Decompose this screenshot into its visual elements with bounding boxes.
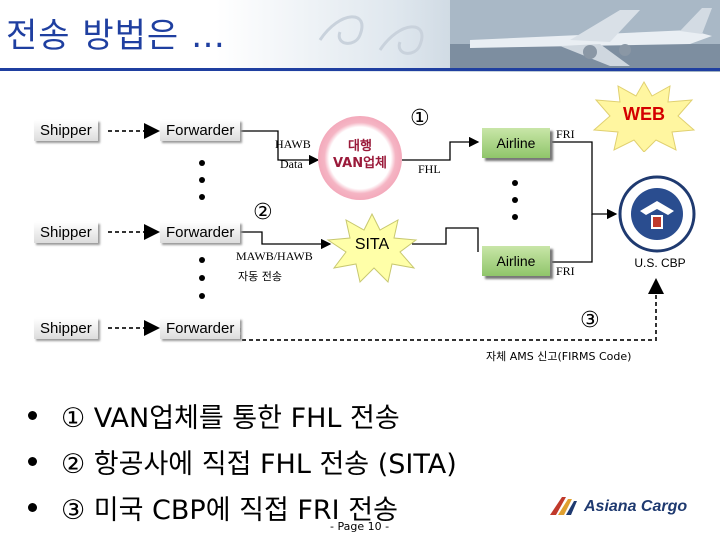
line-forwarder-to-van: [238, 130, 320, 166]
line-airline1-to-cbp: [552, 141, 618, 220]
logo-text: Asiana Cargo: [584, 498, 688, 515]
label-data: Data: [280, 157, 303, 171]
label-auto-send: 자동 전송: [238, 270, 282, 283]
marker-3: ③: [580, 308, 600, 333]
airline-node-1: Airline: [482, 128, 550, 158]
bullet-item: ① VAN업체를 통한 FHL 전송: [28, 392, 457, 438]
web-star-icon: [592, 80, 696, 152]
bullet-item: ③ 미국 CBP에 직접 FRI 전송: [28, 484, 457, 530]
label-fri-2: FRI: [556, 264, 575, 278]
diagram-connectors: [108, 123, 664, 341]
line-sita-to-airline: [412, 227, 479, 252]
line-forwarder-to-sita: [238, 231, 332, 250]
forwarder-node-2: Forwarder: [160, 222, 241, 243]
shipper-node-2: Shipper: [34, 222, 98, 243]
ellipsis-dot: [199, 177, 205, 183]
bullet-list: ① VAN업체를 통한 FHL 전송 ② 항공사에 직접 FHL 전송 (SIT…: [28, 392, 457, 530]
label-fri-1: FRI: [556, 127, 575, 141]
bullet-dot-icon: [28, 410, 37, 420]
bullet-text: ① VAN업체를 통한 FHL 전송: [61, 402, 400, 434]
marker-1: ①: [410, 106, 430, 131]
bullet-text: ③ 미국 CBP에 직접 FRI 전송: [61, 494, 398, 526]
label-fhl: FHL: [418, 162, 441, 176]
web-label: WEB: [623, 104, 665, 124]
shipper-node-3: Shipper: [34, 318, 98, 339]
ellipsis-dot: [199, 257, 205, 263]
header-divider: [0, 68, 720, 71]
ellipsis-dot: [199, 275, 205, 281]
ellipsis-dot: [199, 293, 205, 299]
bullet-text: ② 항공사에 직접 FHL 전송 (SITA): [61, 448, 457, 480]
line-van-to-airline: [402, 136, 480, 161]
ellipsis-dot: [512, 197, 518, 203]
bullet-dot-icon: [28, 502, 37, 512]
marker-2: ②: [253, 200, 273, 225]
ellipsis-dot: [199, 160, 205, 166]
shipper-node-1: Shipper: [34, 120, 98, 141]
label-mawb-hawb: MAWB/HAWB: [236, 249, 313, 263]
airplane-photo-icon: [450, 0, 720, 70]
asiana-cargo-logo: Asiana Cargo: [548, 495, 687, 519]
dhs-seal-icon: [618, 175, 696, 253]
header-banner: 전송 방법은 …: [0, 0, 720, 72]
label-self-ams: 자체 AMS 신고(FIRMS Code): [486, 350, 632, 363]
decorative-swirl-icon: [318, 15, 424, 55]
forwarder-node-1: Forwarder: [160, 120, 241, 141]
ellipsis-dot: [512, 180, 518, 186]
label-hawb: HAWB: [275, 137, 311, 151]
airline-node-2: Airline: [482, 246, 550, 276]
page-number: - Page 10 -: [330, 520, 390, 533]
line-airline2-to-cbp: [552, 214, 593, 263]
cbp-label: U.S. CBP: [634, 256, 686, 270]
bullet-item: ② 항공사에 직접 FHL 전송 (SITA): [28, 438, 457, 484]
page-title: 전송 방법은 …: [6, 16, 227, 56]
forwarder-node-3: Forwarder: [160, 318, 241, 339]
van-node: [318, 116, 402, 200]
ellipsis-dot: [512, 214, 518, 220]
ellipsis-dot: [199, 194, 205, 200]
sita-label: SITA: [354, 236, 390, 253]
sita-star-icon: [326, 212, 418, 283]
bullet-dot-icon: [28, 456, 37, 466]
dashed-line-forwarder-to-cbp: [239, 278, 664, 341]
asiana-logo-icon: [550, 497, 577, 515]
van-label: 대행 VAN업체: [332, 139, 388, 171]
